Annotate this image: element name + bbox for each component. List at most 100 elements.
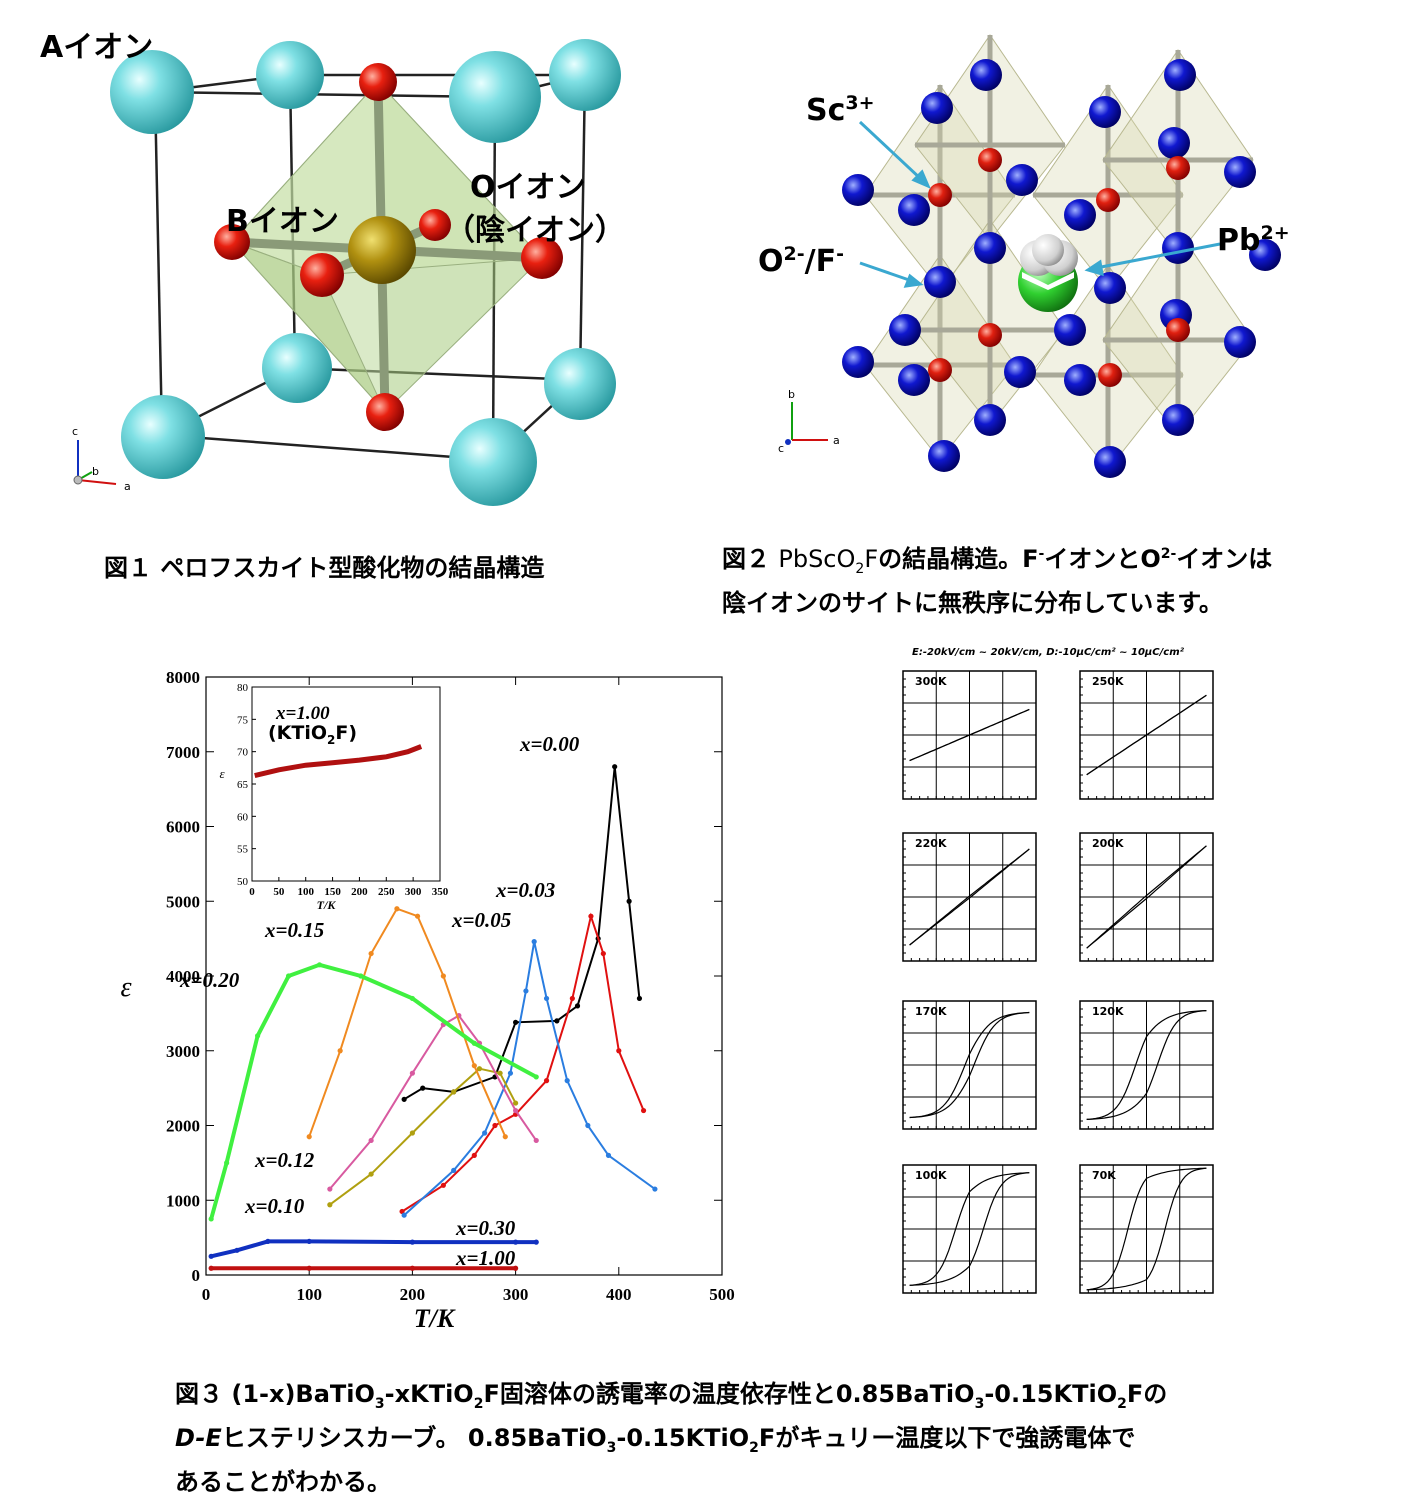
o-f-ion-sphere — [1089, 96, 1121, 128]
inset-title-line2: (KTiO2F) — [268, 722, 357, 747]
data-point — [394, 906, 400, 912]
de-panel-label: 70K — [1092, 1169, 1116, 1182]
y-tick-label: 4000 — [166, 967, 200, 986]
o-f-ion-sphere — [974, 404, 1006, 436]
o-f-ion-sphere — [889, 314, 921, 346]
hysteresis-branch — [1086, 1167, 1207, 1291]
a-ion-sphere — [549, 39, 621, 111]
data-point — [306, 1134, 312, 1140]
data-point — [208, 1253, 214, 1259]
data-point — [414, 913, 421, 919]
data-point — [451, 1167, 457, 1173]
o-f-ion-sphere — [1006, 164, 1038, 196]
de-panel-label: 120K — [1092, 1005, 1124, 1018]
data-point — [543, 995, 550, 1002]
data-point — [513, 1107, 519, 1114]
inset-y-tick-label: 65 — [237, 779, 249, 791]
data-point — [420, 1085, 426, 1091]
y-tick-label: 0 — [192, 1266, 201, 1285]
data-point — [513, 1019, 519, 1025]
hysteresis-branch — [909, 848, 1030, 946]
label-pb-ion: Pb2+ — [1217, 222, 1290, 258]
figure-1-caption: 図１ ペロフスカイト型酸化物の結晶構造 — [104, 554, 545, 582]
perovskite-structure-diagram: c b a — [72, 39, 621, 506]
o-f-ion-sphere — [1162, 404, 1194, 436]
inset-title-line1: x=1.00 — [275, 703, 330, 724]
data-point — [327, 1202, 333, 1208]
data-point — [409, 995, 415, 1002]
hysteresis-branch — [1086, 845, 1207, 949]
b-ion-sphere — [348, 216, 416, 284]
inset-x-tick-label: 0 — [249, 886, 255, 898]
figure-2: b c a Sc3+ O2-/F- Pb2+ 図２ PbScO2Fの結晶構造。F… — [700, 0, 1409, 620]
data-point — [533, 1239, 539, 1245]
hysteresis-branch — [909, 1011, 1030, 1119]
a-ion-sphere — [256, 41, 324, 109]
sc-ion-sphere — [1098, 363, 1122, 387]
data-point — [409, 1265, 415, 1271]
series-label: x=1.00 — [455, 1246, 516, 1270]
data-point — [306, 1265, 312, 1271]
sc-ion-sphere — [1166, 156, 1190, 180]
o-f-ion-sphere — [898, 194, 930, 226]
de-panel-label: 220K — [915, 837, 947, 850]
sc-ion-sphere — [1096, 188, 1120, 212]
x-tick-label: 100 — [296, 1285, 322, 1304]
inset-x-axis-label: T/K — [317, 898, 337, 912]
data-point — [543, 1078, 550, 1084]
inset-x-tick-label: 100 — [297, 886, 314, 898]
sc-ion-sphere — [978, 323, 1002, 347]
de-panel: 200K — [1079, 832, 1214, 962]
hysteresis-branch — [1086, 1010, 1207, 1120]
figure-2-caption: 図２ PbScO2Fの結晶構造。F-イオンとO2-イオンは 陰イオンのサイトに無… — [722, 545, 1273, 617]
de-panel-label: 250K — [1092, 675, 1124, 688]
sc-ion-sphere — [1166, 318, 1190, 342]
data-point — [471, 1063, 477, 1069]
a-ion-sphere — [449, 51, 541, 143]
pbsco2f-structure-diagram: b c a — [778, 34, 1281, 478]
label-o-ion-sub: （陰イオン） — [445, 213, 625, 248]
o-ion-sphere — [419, 209, 451, 241]
series-line — [329, 1014, 538, 1190]
data-point — [605, 1152, 612, 1158]
o-f-ion-sphere — [1224, 326, 1256, 358]
data-point — [507, 1070, 514, 1076]
de-panel: 170K — [902, 1000, 1037, 1130]
inset-x-tick-label: 200 — [351, 886, 368, 898]
data-point — [358, 973, 364, 979]
series-label: x=0.03 — [495, 878, 555, 902]
series-line — [209, 962, 538, 1220]
data-point — [451, 1089, 457, 1095]
y-tick-label: 6000 — [166, 818, 200, 837]
data-point — [409, 1130, 415, 1136]
data-point — [409, 1070, 415, 1076]
data-point — [588, 913, 594, 919]
data-point — [234, 1247, 240, 1253]
a-ion-sphere — [262, 333, 332, 403]
o-f-ion-sphere — [928, 440, 960, 472]
data-point — [554, 1018, 560, 1024]
data-point — [476, 1066, 483, 1072]
inset-series-line — [254, 744, 423, 779]
x-axis-label: T/K — [414, 1304, 456, 1333]
de-panel-label: 100K — [915, 1169, 947, 1182]
axis-label-a: a — [124, 480, 131, 493]
bo6-octahedron — [231, 80, 544, 414]
axis-label-b: b — [788, 388, 795, 401]
data-point — [564, 1078, 570, 1084]
hysteresis-branch — [909, 1172, 1030, 1286]
x-tick-label: 200 — [400, 1285, 426, 1304]
o-f-ion-sphere — [1162, 232, 1194, 264]
hysteresis-branch — [909, 708, 1030, 762]
data-point — [585, 1122, 591, 1129]
data-point — [327, 1186, 333, 1192]
data-point — [513, 1100, 519, 1106]
o-f-ion-sphere — [1064, 364, 1096, 396]
o-f-ion-sphere — [974, 232, 1006, 264]
data-point — [574, 1003, 581, 1009]
o-f-ion-sphere — [970, 59, 1002, 91]
inset-x-tick-label: 350 — [432, 886, 449, 898]
axis-label-c: c — [72, 425, 78, 438]
data-point — [626, 898, 632, 904]
pb-ion — [1018, 234, 1078, 312]
